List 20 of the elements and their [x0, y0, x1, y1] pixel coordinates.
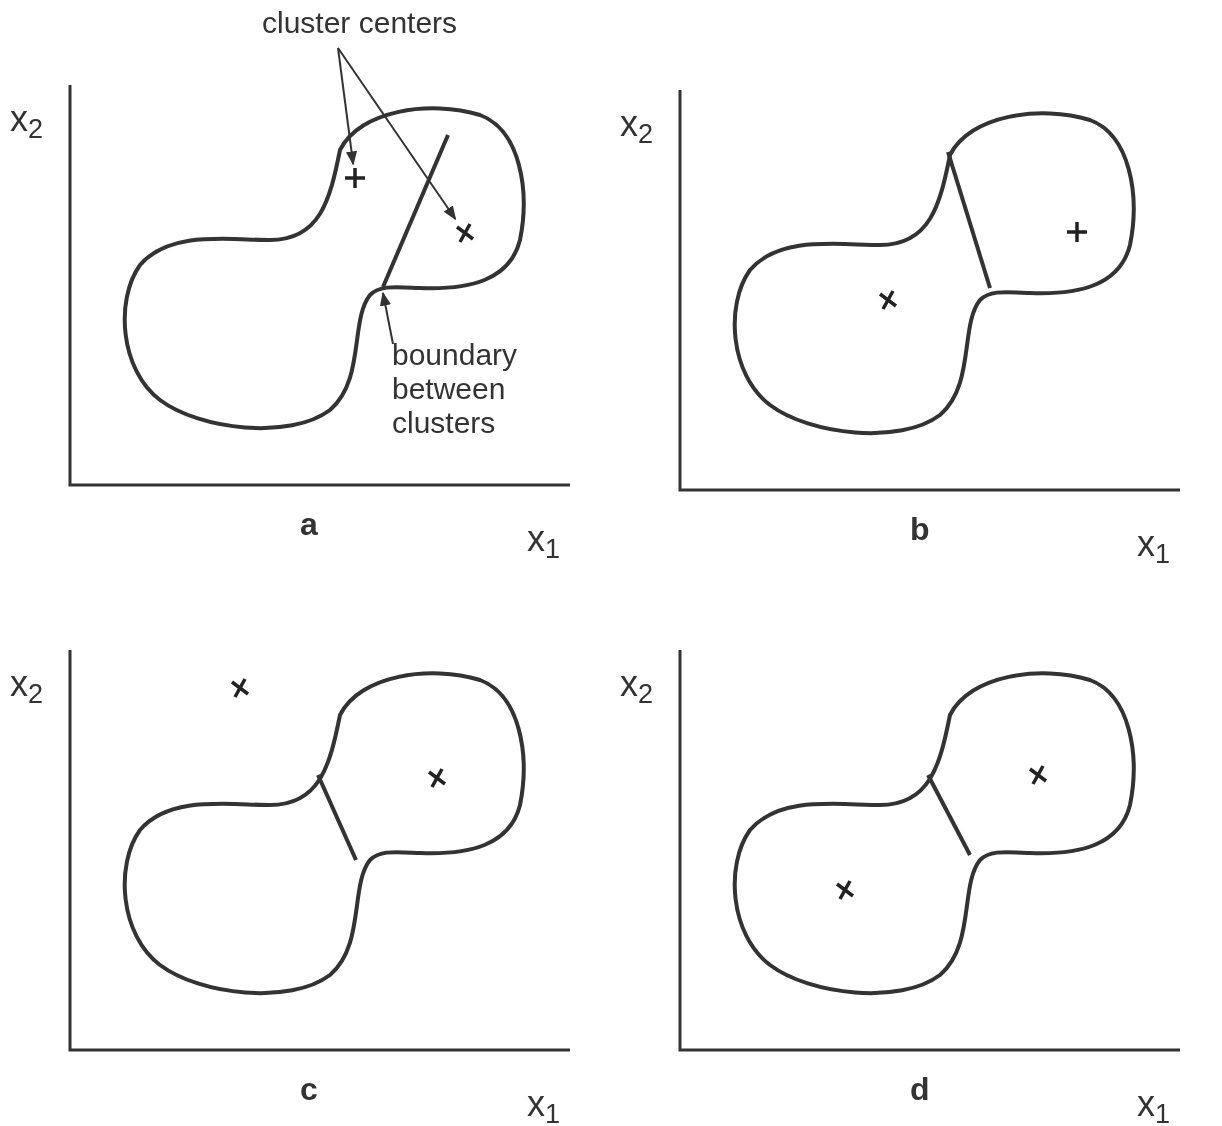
leader-arrow: [337, 47, 457, 221]
axis-label: x$_{2}$: [620, 102, 654, 151]
axis-label: x$_{2}$: [620, 662, 654, 711]
leader-arrow: [379, 291, 394, 345]
panel-letter: b: [910, 510, 930, 549]
axis-label: x$_{2}$: [10, 97, 44, 146]
panel-letter: c: [300, 1070, 318, 1109]
cluster-center-marker: [343, 166, 367, 190]
callout-text: boundary between clusters: [392, 338, 592, 440]
cluster-boundary-line: [381, 134, 450, 288]
axis-label: x$_{2}$: [10, 662, 44, 711]
axis-label: x$_{1}$: [527, 517, 561, 566]
callout-text: cluster centers: [262, 6, 552, 40]
axis-label: x$_{1}$: [527, 1082, 561, 1126]
cluster-center-marker: [455, 222, 475, 244]
axis-label: x$_{1}$: [1137, 522, 1171, 571]
panel-letter: d: [910, 1070, 930, 1109]
panel-letter: a: [300, 505, 318, 544]
axis-label: x$_{1}$: [1137, 1082, 1171, 1126]
leader-arrow: [337, 47, 358, 166]
